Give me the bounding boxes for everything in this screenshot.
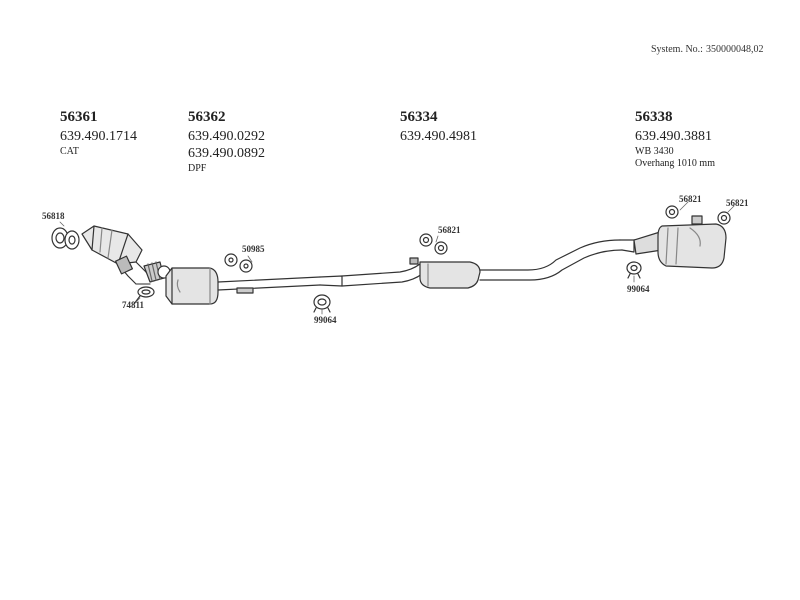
part-note: Overhang 1010 mm [635,158,715,169]
system-number-label: System. No.: [651,44,703,55]
callout-56821-center: 56821 [438,225,461,235]
callout-56821-rear-right: 56821 [726,198,749,208]
part-reference: 639.490.4981 [400,129,477,144]
rear-silencer-56338 [633,215,727,269]
part-note: CAT [60,146,79,157]
part-reference: 639.490.0292 [188,129,265,144]
rubber-ring-56821-rear-right [717,211,731,225]
part-note: WB 3430 [635,146,674,157]
part-reference: 639.490.3881 [635,129,712,144]
ring-clamp-56818 [51,227,80,250]
rubber-ring-56821-rear-left [665,205,679,219]
connecting-pipe [217,275,343,294]
system-number: System. No.:350000048,02 [651,44,766,55]
clamp-74811 [133,286,155,305]
part-note: DPF [188,163,207,174]
center-silencer-56334 [341,239,635,289]
catalytic-converter-56361 [81,225,161,285]
hanger-rubber-50985 [224,253,253,273]
diesel-particulate-filter-56362 [143,261,219,305]
callout-50985: 50985 [242,244,265,254]
part-number: 56362 [188,109,226,125]
clamp-99064-rear [626,261,642,279]
system-number-value: 350000048,02 [705,44,764,55]
leader-lines [59,201,735,315]
part-number: 56361 [60,109,98,125]
part-reference: 639.490.0892 [188,146,265,161]
part-reference: 639.490.1714 [60,129,137,144]
callout-74811: 74811 [122,300,145,310]
rubber-ring-56821-center [419,233,448,255]
part-number: 56338 [635,109,673,125]
callout-99064-rear: 99064 [627,284,650,294]
callout-99064-front: 99064 [314,315,337,325]
part-56362: 56362 639.490.0292 639.490.0892 DPF [188,110,265,174]
part-56338: 56338 639.490.3881 WB 3430 Overhang 1010… [635,110,715,169]
part-56334: 56334 639.490.4981 [400,110,477,147]
part-number: 56334 [400,109,438,125]
callout-56821-rear-left: 56821 [679,194,702,204]
clamp-99064-front [313,294,331,313]
part-56361: 56361 639.490.1714 CAT [60,110,137,157]
callout-56818: 56818 [42,211,65,221]
